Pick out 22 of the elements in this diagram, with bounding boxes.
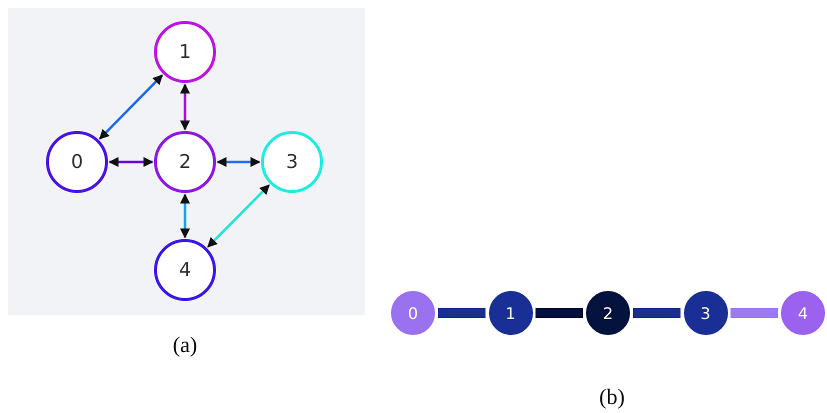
panel-label: (a): [172, 332, 198, 358]
arrow: [108, 157, 154, 167]
node-label: 0: [70, 151, 84, 173]
node-label: 1: [505, 304, 516, 322]
node-label: 2: [602, 304, 614, 322]
arrow: [206, 184, 270, 248]
link-bar: [438, 308, 486, 318]
link-bar: [536, 308, 583, 318]
arrow: [98, 74, 164, 140]
panel-label: (b): [599, 384, 625, 410]
node-label: 0: [408, 304, 418, 322]
node-label: 3: [286, 151, 298, 173]
node-label: 4: [798, 304, 808, 322]
node-label: 4: [178, 259, 192, 281]
node-label: 1: [178, 41, 192, 63]
arrow: [180, 84, 190, 130]
node-label: 2: [178, 151, 192, 173]
node-label: 3: [700, 304, 711, 322]
link-bar: [633, 308, 680, 318]
link-bar: [730, 308, 778, 318]
arrow: [216, 157, 260, 167]
arrow: [180, 194, 190, 238]
